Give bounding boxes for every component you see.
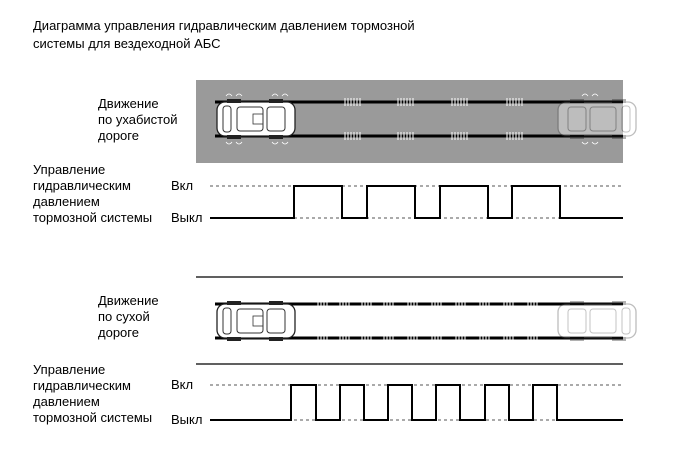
control-label-2-line-2: гидравлическим: [33, 378, 131, 393]
signal-trace-dry: [210, 384, 623, 421]
bump-marks: [225, 93, 599, 145]
rough-road-label-3: дороге: [98, 128, 139, 143]
car-icon: [216, 98, 296, 140]
control-label-2-line-1: Управление: [33, 362, 105, 377]
skid-marks-bottom-dry: [317, 334, 538, 342]
rough-road-label-1: Движение: [98, 96, 159, 111]
dry-road-label-2: по сухой: [98, 309, 150, 324]
dry-road-label-3: дороге: [98, 325, 139, 340]
title-line-2: системы для вездеходной АБС: [33, 36, 221, 51]
control-label-2-line-4: тормозной системы: [33, 410, 152, 425]
dry-road-panel: [215, 300, 637, 342]
rough-road-panel: [196, 80, 637, 163]
control-label-1-line-4: тормозной системы: [33, 210, 152, 225]
control-label-1-line-2: гидравлическим: [33, 178, 131, 193]
car-icon: [557, 98, 637, 140]
off-label-1: Выкл: [171, 210, 202, 225]
skid-marks-top: [344, 98, 523, 106]
title-line-1: Диаграмма управления гидравлическим давл…: [33, 18, 415, 33]
off-label-2: Выкл: [171, 412, 202, 427]
car-icon: [216, 300, 296, 342]
signal-trace-rough: [210, 185, 623, 219]
control-label-1-line-3: давлением: [33, 194, 100, 209]
car-icon: [557, 300, 637, 342]
control-label-1-line-1: Управление: [33, 162, 105, 177]
dry-road-label-1: Движение: [98, 293, 159, 308]
on-label-2: Вкл: [171, 377, 193, 392]
skid-marks-bottom: [344, 132, 523, 140]
rough-road-label-2: по ухабистой: [98, 112, 177, 127]
on-label-1: Вкл: [171, 178, 193, 193]
control-label-2-line-3: давлением: [33, 394, 100, 409]
skid-marks-top-dry: [317, 300, 538, 308]
